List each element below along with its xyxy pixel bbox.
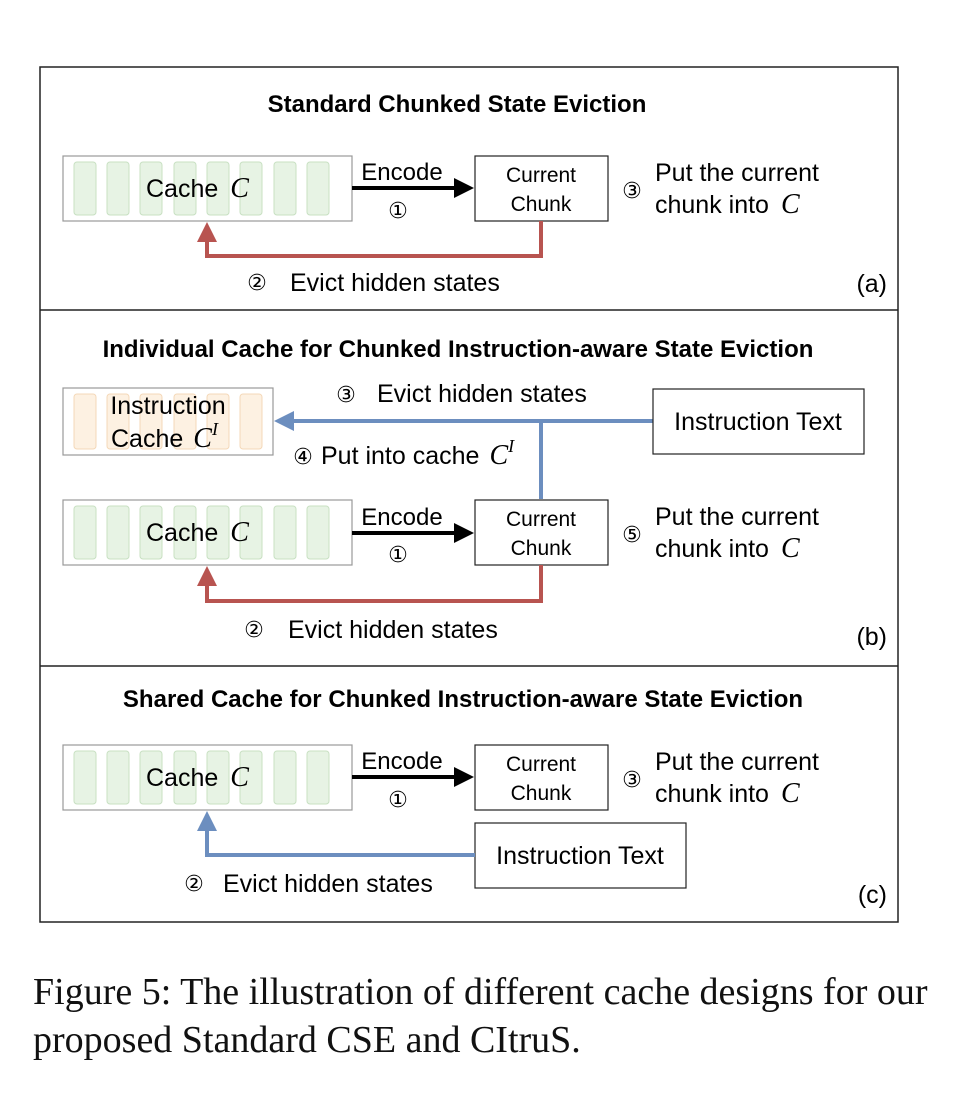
evict-arrow	[197, 221, 543, 258]
cache-slot	[206, 161, 230, 216]
cache-slot	[206, 505, 230, 560]
cache-slot	[173, 505, 197, 560]
step-1-marker: ①	[388, 542, 408, 567]
cache-slot	[239, 505, 263, 560]
instruction-evict-arrow	[197, 811, 475, 857]
cache-slot	[106, 505, 130, 560]
cache-slot	[239, 750, 263, 805]
cache-slot	[306, 505, 330, 560]
current-chunk-box	[474, 499, 609, 566]
cache-slot	[106, 161, 130, 216]
instruction-cache-slot	[239, 393, 263, 450]
panel-c: Shared Cache for Chunked Instruction-awa…	[62, 686, 887, 909]
cache-slot	[273, 505, 297, 560]
cache-slot	[206, 750, 230, 805]
panel-tag-a: (a)	[856, 270, 887, 298]
current-chunk-line2: Chunk	[511, 537, 572, 560]
instruction-cache-box	[62, 387, 274, 456]
cache-slot	[173, 750, 197, 805]
instruction-cache-line1: Instruction	[110, 392, 225, 420]
step-3-marker: ③	[622, 178, 642, 203]
cache-slots	[73, 161, 330, 216]
panel-c-title: Shared Cache for Chunked Instruction-awa…	[123, 686, 803, 713]
cache-slots	[73, 750, 330, 805]
evict-arrow	[197, 565, 543, 603]
cache-slot	[73, 505, 97, 560]
step-3-marker: ③	[622, 767, 642, 792]
current-chunk-box	[474, 155, 609, 222]
cache-slot	[273, 161, 297, 216]
cache-slot	[139, 505, 163, 560]
evict-label: Evict hidden states	[288, 616, 498, 644]
instruction-cache-slots	[73, 393, 263, 450]
cache-slot	[106, 750, 130, 805]
cache-slot	[139, 161, 163, 216]
cache-slot	[273, 750, 297, 805]
current-chunk-box	[474, 744, 609, 811]
cache-slot	[173, 161, 197, 216]
cache-slot	[73, 750, 97, 805]
evict-label: Evict hidden states	[290, 269, 500, 297]
cache-slot	[306, 750, 330, 805]
cache-slot	[73, 161, 97, 216]
instruction-text-label: Instruction Text	[674, 408, 842, 436]
step-1-marker: ①	[388, 787, 408, 812]
put-current-line1: Put the current	[655, 503, 819, 531]
step-4-marker: ④	[293, 444, 313, 469]
step-2-marker: ②	[247, 270, 267, 295]
panel-b: Individual Cache for Chunked Instruction…	[62, 336, 887, 651]
encode-label: Encode	[361, 159, 442, 186]
step-1-marker: ①	[388, 198, 408, 223]
instruction-cache-slot	[73, 393, 97, 450]
current-chunk-line2: Chunk	[511, 193, 572, 216]
panel-b-title: Individual Cache for Chunked Instruction…	[103, 336, 814, 363]
put-current-line1: Put the current	[655, 159, 819, 187]
figure-caption: Figure 5: The illustration of different …	[33, 971, 928, 1061]
step-2-marker: ②	[244, 617, 264, 642]
instruction-cache-slot	[139, 393, 163, 450]
put-current-line1: Put the current	[655, 748, 819, 776]
step-5-marker: ⑤	[622, 522, 642, 547]
current-chunk-line1: Current	[506, 164, 576, 187]
cache-slot	[139, 750, 163, 805]
current-chunk-line1: Current	[506, 753, 576, 776]
current-chunk-line2: Chunk	[511, 782, 572, 805]
encode-label: Encode	[361, 504, 442, 531]
panel-tag-c: (c)	[858, 881, 887, 909]
panel-a-title: Standard Chunked State Eviction	[268, 91, 647, 118]
evict-label: Evict hidden states	[223, 870, 433, 898]
current-chunk-line1: Current	[506, 508, 576, 531]
cache-slot	[306, 161, 330, 216]
instruction-cache-slot	[206, 393, 230, 450]
evict-top-label: Evict hidden states	[377, 380, 587, 408]
cache-slots	[73, 505, 330, 560]
instruction-cache-slot	[106, 393, 130, 450]
cache-slot	[239, 161, 263, 216]
instruction-cache-slot	[173, 393, 197, 450]
instruction-text-box	[474, 822, 687, 889]
instruction-text-box	[652, 388, 865, 455]
figure-frame	[39, 66, 899, 923]
step-2-marker: ②	[184, 871, 204, 896]
instruction-text-label: Instruction Text	[496, 842, 664, 870]
encode-label: Encode	[361, 748, 442, 775]
panel-tag-b: (b)	[856, 623, 887, 651]
step-3-marker: ③	[336, 382, 356, 407]
